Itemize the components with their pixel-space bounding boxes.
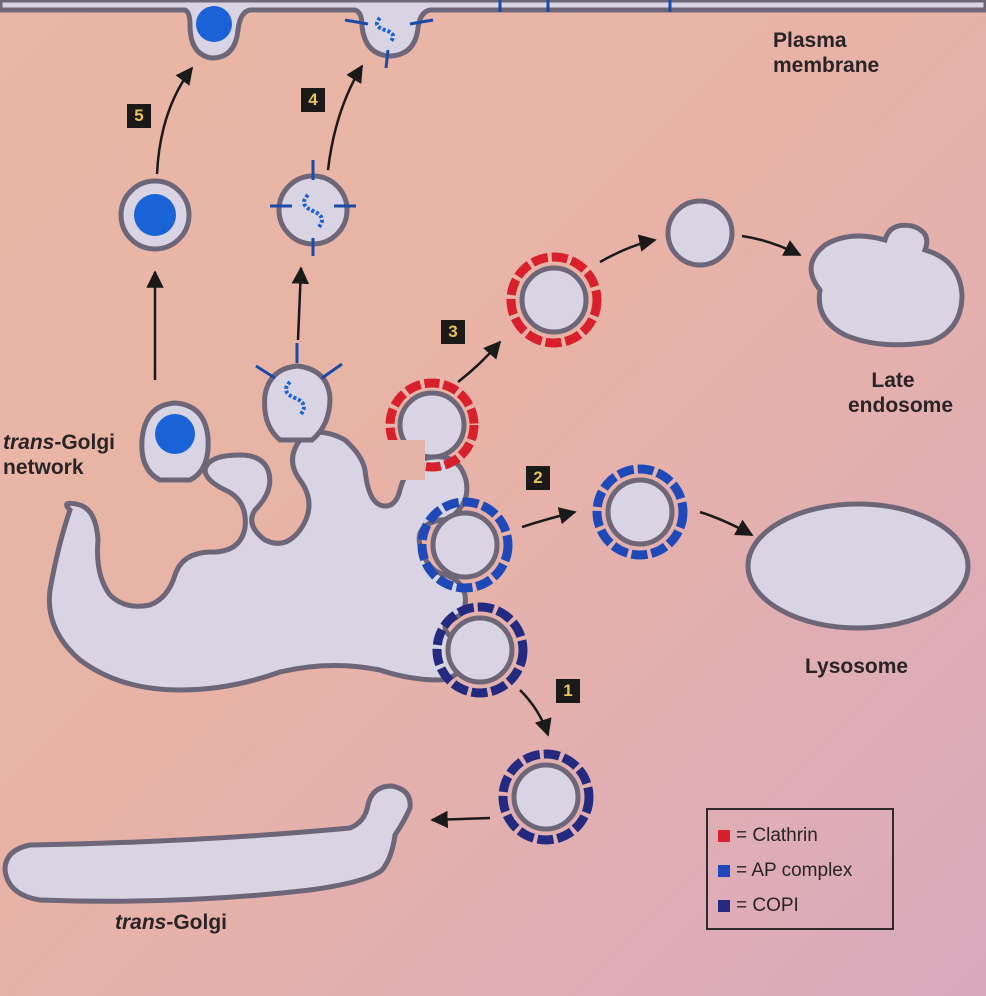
plasma-membrane-label: Plasma membrane xyxy=(773,29,880,77)
clathrin-swatch xyxy=(718,829,730,842)
cargo-released-5 xyxy=(196,6,232,42)
tgn-bud-copi xyxy=(432,602,528,698)
vesicle-clathrin xyxy=(506,252,602,348)
step-5-badge: 5 xyxy=(127,104,151,128)
step-3-badge: 3 xyxy=(441,320,465,344)
trans-golgi-cisterna xyxy=(2,783,413,904)
legend-item-clathrin: = Clathrin xyxy=(718,818,882,853)
legend-text-clathrin: = Clathrin xyxy=(736,824,818,846)
lysosome xyxy=(745,501,971,631)
trans-golgi-network-label: trans-Golgi network xyxy=(3,431,116,479)
vesicle-membrane-protein xyxy=(270,160,356,256)
tgn-bud-membrane-protein xyxy=(255,343,343,443)
vesicle-uncoated xyxy=(665,198,735,268)
copi-swatch xyxy=(718,899,730,912)
legend-item-ap-complex: = AP complex xyxy=(718,853,882,888)
tgn-bud-ap xyxy=(417,497,513,593)
membrane-protein-4 xyxy=(344,16,434,69)
legend-text-ap-complex: = AP complex xyxy=(736,859,853,881)
vesicle-secretory xyxy=(118,178,192,252)
ap-complex-swatch xyxy=(718,864,730,877)
trans-golgi-label: trans-Golgi xyxy=(115,911,228,934)
arrows xyxy=(146,64,802,829)
tgn-bud-secretory xyxy=(139,400,211,483)
vesicle-copi xyxy=(498,749,594,845)
tgn-bud-clathrin xyxy=(380,378,479,480)
late-endosome xyxy=(808,222,965,348)
late-endosome-label: Late endosome xyxy=(848,369,954,417)
legend: = Clathrin = AP complex = COPI xyxy=(706,808,894,930)
step-1-badge: 1 xyxy=(556,679,580,703)
legend-text-copi: = COPI xyxy=(736,894,799,916)
step-2-badge: 2 xyxy=(526,466,550,490)
legend-item-copi: = COPI xyxy=(718,888,882,923)
vesicle-ap xyxy=(592,464,688,560)
step-4-badge: 4 xyxy=(301,88,325,112)
trans-golgi-network xyxy=(46,430,470,693)
lysosome-label: Lysosome xyxy=(805,655,909,678)
